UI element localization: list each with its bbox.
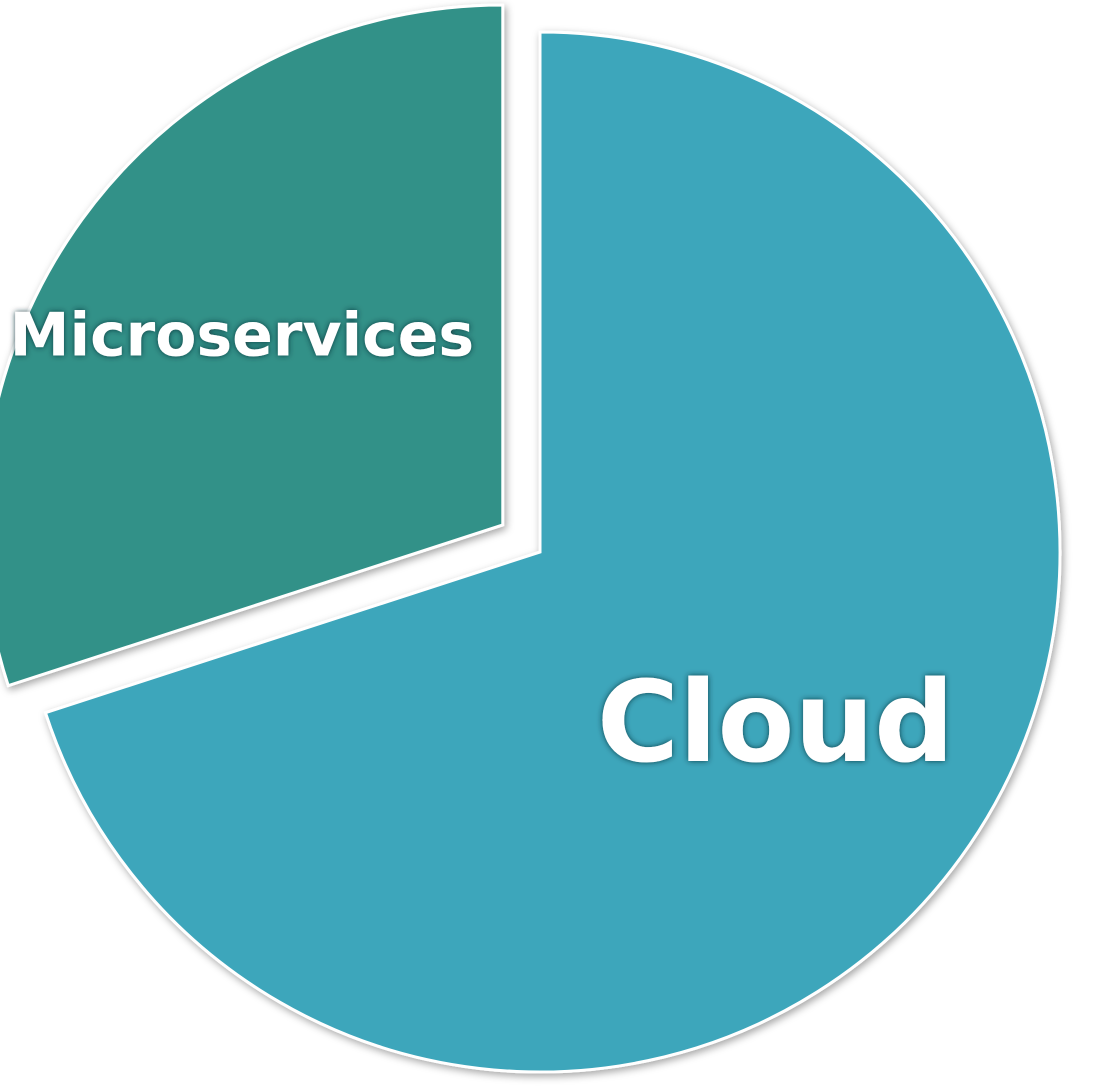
pie-labels: Cloud Microservices bbox=[10, 300, 954, 788]
pie-slices bbox=[0, 3, 1062, 1074]
slice-label-microservices: Microservices bbox=[10, 300, 474, 370]
slice-label-cloud: Cloud bbox=[597, 658, 954, 788]
pie-slice-microservices bbox=[0, 3, 505, 688]
pie-slice-cloud bbox=[43, 30, 1062, 1074]
